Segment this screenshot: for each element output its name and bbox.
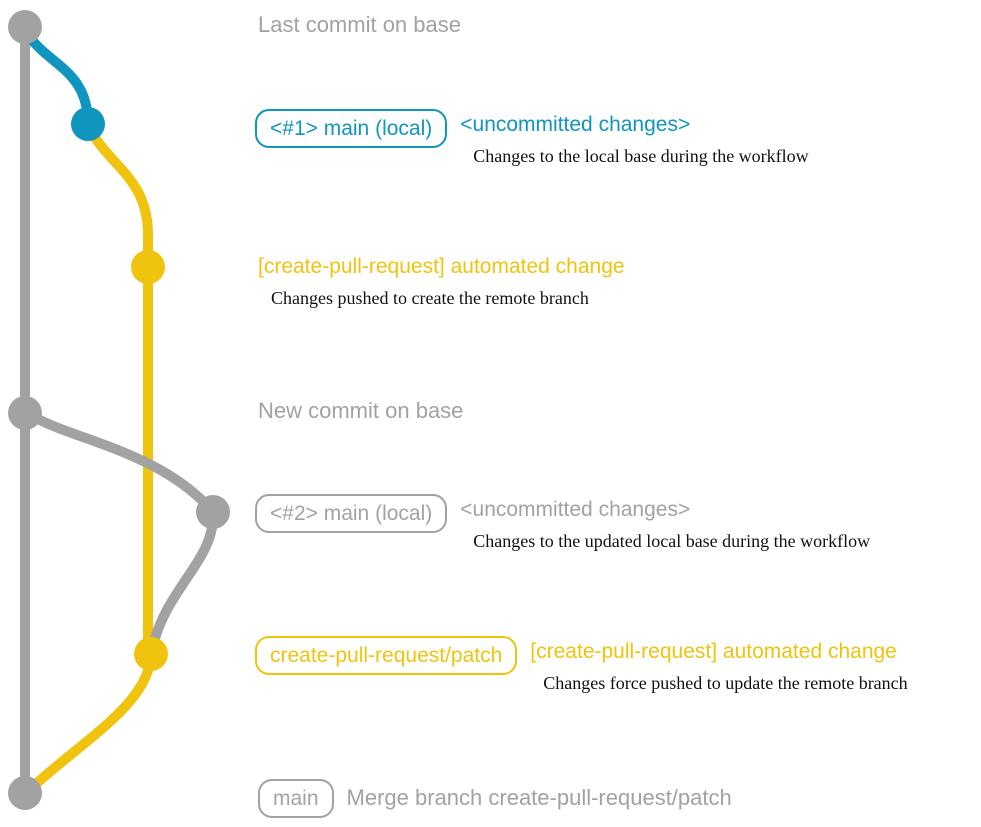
rebased-branch-line (147, 507, 219, 655)
patch-branch-line (83, 119, 153, 659)
local2-title: <uncommitted changes> (460, 498, 691, 521)
local1-title: <uncommitted changes> (460, 113, 691, 136)
commit-dot-merge (8, 776, 42, 810)
git-graph (8, 10, 230, 810)
merge-label: Merge branch create-pull-request/patch (346, 785, 732, 810)
local2-note: Changes to the updated local base during… (473, 531, 871, 551)
local1-text: <uncommitted changes> Changes to the loc… (460, 109, 808, 167)
commit-dot-new-base (8, 396, 42, 430)
commit-dot-local-1 (71, 107, 105, 141)
push1-title: [create-pull-request] automated change (258, 255, 625, 278)
merge-row: main Merge branch create-pull-request/pa… (258, 779, 732, 818)
commit-dot-patch-2 (134, 637, 168, 671)
main-branch-badge: main (258, 779, 334, 818)
push2-row: create-pull-request/patch [create-pull-r… (255, 636, 908, 694)
new-commit-label: New commit on base (258, 398, 464, 423)
commit-dot-local-2 (196, 495, 230, 529)
commit-dot-last-base (8, 10, 42, 44)
push2-note: Changes force pushed to update the remot… (543, 673, 908, 693)
push1-note: Changes pushed to create the remote bran… (271, 288, 589, 308)
local2-text: <uncommitted changes> Changes to the upd… (460, 494, 870, 552)
push2-title: [create-pull-request] automated change (530, 640, 897, 663)
patch-branch-badge: create-pull-request/patch (255, 636, 518, 675)
local2-branch-badge: <#2> main (local) (255, 494, 448, 533)
local1-note: Changes to the local base during the wor… (473, 146, 809, 166)
local1-branch-badge: <#1> main (local) (255, 109, 448, 148)
new-base-branch-line (22, 408, 218, 517)
local2-row: <#2> main (local) <uncommitted changes> … (255, 494, 870, 552)
local1-row: <#1> main (local) <uncommitted changes> … (255, 109, 809, 167)
last-commit-label: Last commit on base (258, 12, 461, 37)
push1-row: [create-pull-request] automated change C… (258, 255, 625, 309)
commit-dot-patch-1 (131, 250, 165, 284)
merge-line (22, 649, 156, 797)
push2-text: [create-pull-request] automated change C… (530, 636, 907, 694)
